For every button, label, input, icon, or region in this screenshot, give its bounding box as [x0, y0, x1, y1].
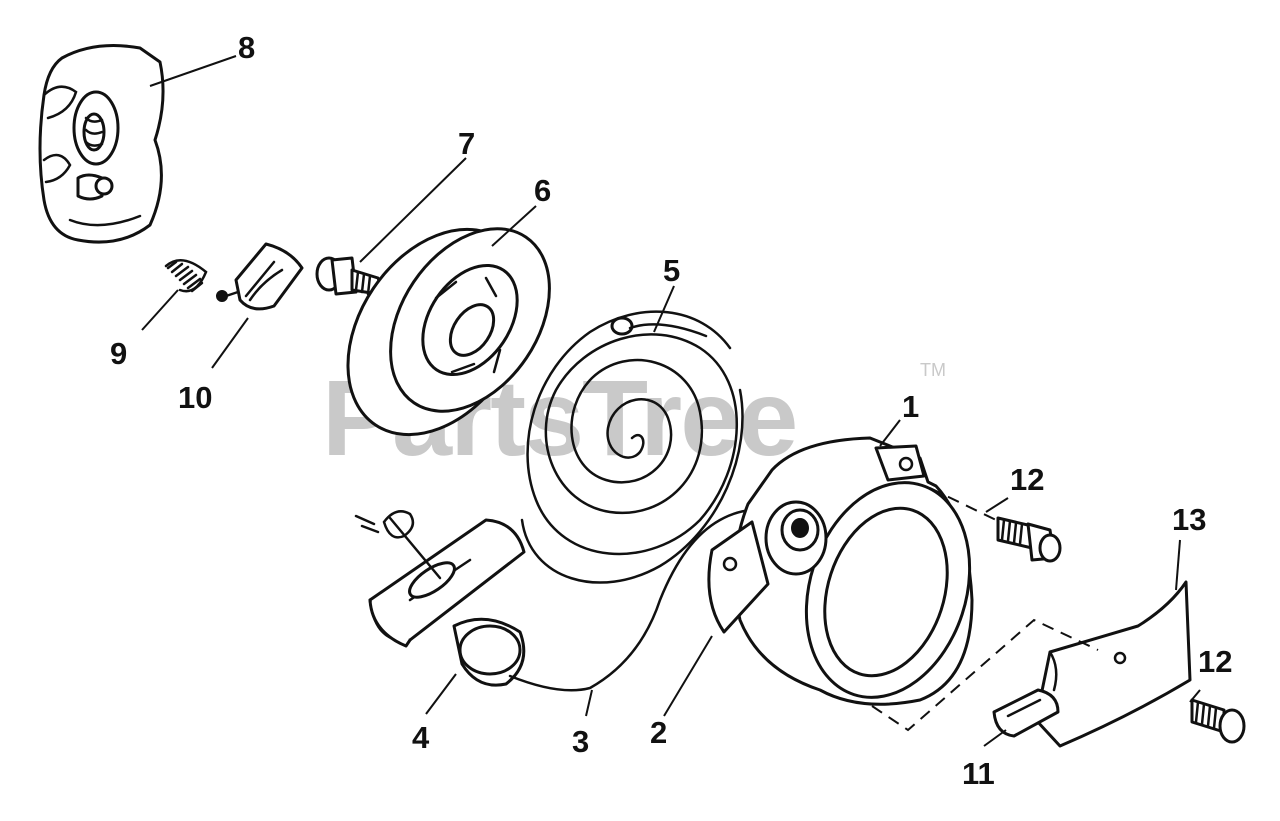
callout-10: 10: [178, 380, 212, 415]
watermark-trademark: TM: [920, 360, 946, 380]
callout-11: 11: [962, 756, 995, 791]
part-12-bolt-upper[interactable]: [996, 516, 1062, 563]
part-3-starter-rope[interactable]: [508, 508, 792, 692]
callout-12-lower: 12: [1198, 644, 1232, 679]
part-1-starter-housing[interactable]: [707, 436, 996, 719]
part-8-starter-cover[interactable]: [38, 44, 165, 244]
part-7-screw[interactable]: [315, 256, 382, 296]
callout-6: 6: [534, 173, 551, 208]
part-13-bracket[interactable]: [1034, 580, 1192, 748]
callout-labels: 1 2 3 4 5 6 7 8 9 10 11 12 12 13: [110, 30, 1232, 791]
callout-5: 5: [663, 253, 680, 288]
callout-13: 13: [1172, 502, 1206, 537]
callout-1: 1: [902, 389, 919, 424]
callout-7: 7: [458, 126, 475, 161]
callout-12-upper: 12: [1010, 462, 1044, 497]
callout-2: 2: [650, 715, 667, 750]
callout-8: 8: [238, 30, 255, 65]
part-9-spring[interactable]: [164, 259, 208, 293]
part-10-ratchet-pawl[interactable]: [216, 242, 304, 311]
part-5-recoil-spring[interactable]: [520, 310, 744, 584]
callout-9: 9: [110, 336, 127, 371]
leader-lines: [141, 55, 1201, 747]
callout-4: 4: [412, 720, 430, 755]
part-6-reel[interactable]: [311, 196, 583, 469]
callout-3: 3: [572, 724, 589, 759]
part-12-bolt-lower[interactable]: [1190, 698, 1246, 744]
part-4-starter-handle[interactable]: [354, 510, 526, 687]
part-11-pawl[interactable]: [992, 688, 1060, 738]
